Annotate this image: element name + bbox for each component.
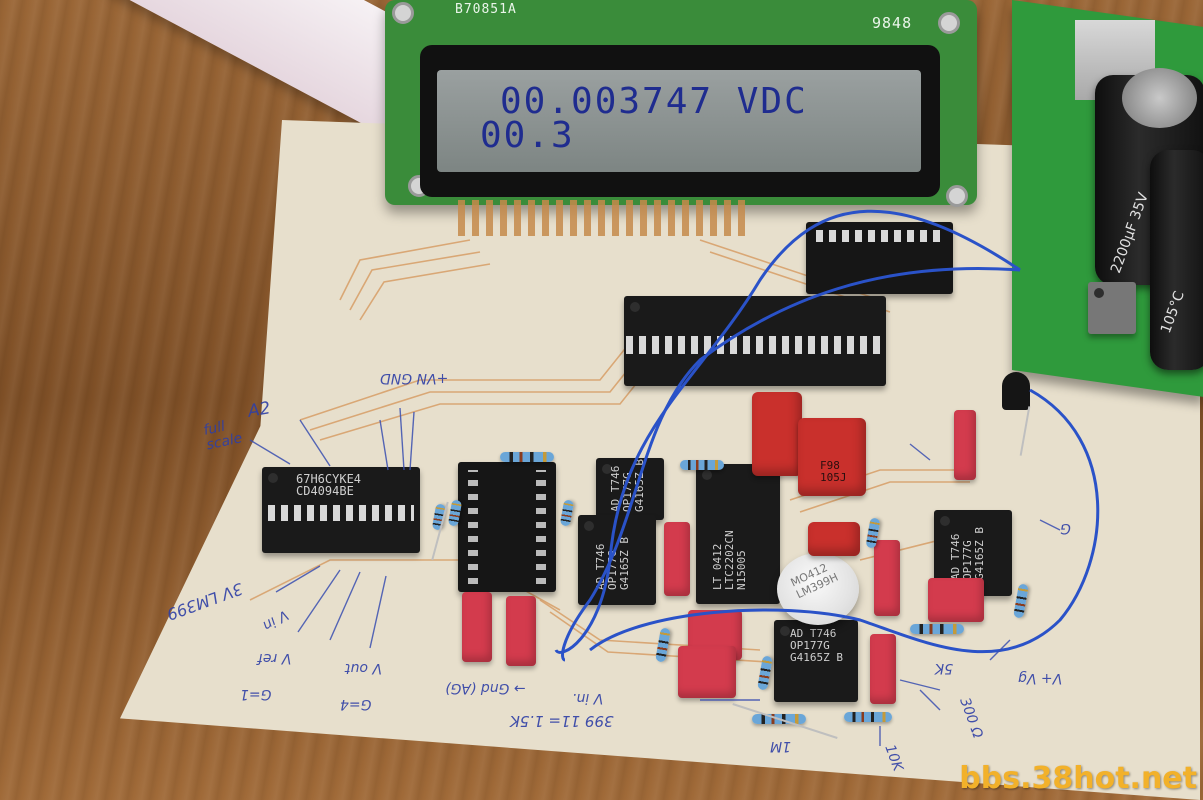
lcd-header-pins [458,200,748,236]
handwritten-note: V+ Vg [1018,670,1063,686]
socket-contacts [468,470,478,584]
film-capacitor [462,592,492,662]
mount-hole [938,12,960,34]
smd-component [1088,282,1136,334]
lcd-pcb-label: 9848 [872,14,913,32]
handwritten-note: 5K [935,660,954,676]
handwritten-note: → Gnd (AG) [445,680,526,696]
op177-marking: AD T746 OP177G G4165Z B [594,537,631,590]
resistor [844,712,892,722]
cd4094-marking: 67H6CYKE4 CD4094BE [296,472,362,498]
mount-hole [392,2,414,24]
ltc2202-marking: LT 0412 LTC2202CN N15005 [711,530,748,590]
handwritten-note: G [1060,520,1071,536]
op177-marking: AD T746 OP177G G4165Z B [609,459,646,512]
lcd-pcb-label: B70851A [455,2,517,17]
ic-pins [626,336,884,354]
film-capacitor [752,392,802,476]
film-capacitor [664,522,690,596]
film-capacitor [928,578,984,622]
resistor [910,624,964,634]
watermark: bbs.38hot.net [959,761,1197,796]
op177-marking: AD T746 OP177G G4165Z B [949,527,986,580]
film-capacitor [870,634,896,704]
handwritten-note: G=4 [340,696,372,712]
resistor [680,460,724,470]
transistor [1002,372,1030,410]
handwritten-note: G=1 [240,686,272,702]
op177-marking: AD T746 OP177G G4165Z B [790,627,843,664]
handwritten-note: V in. [572,690,604,706]
lcd-screen [437,70,921,172]
handwritten-note: V out [345,660,382,676]
handwritten-note: +VN GND [380,370,449,386]
film-capacitor [954,410,976,480]
resistor [500,452,554,462]
socket-contacts [536,470,546,584]
film-capacitor [678,646,736,698]
handwritten-note: 399 11= 1.5K [510,712,614,730]
handwritten-note: 1M [770,738,791,754]
capacitor-top [1122,68,1197,128]
lcd-reading-line-1: 00.003747 VDC [500,81,808,122]
film-capacitor [808,522,860,556]
handwritten-note: A2 [246,398,273,422]
mount-hole [946,185,968,207]
film-capacitor-marking: F98 105J [820,459,847,484]
lcd-reading-line-2: 00.3 [480,115,575,156]
handwritten-note: V ref [258,650,292,666]
socket-contacts [816,230,944,242]
film-capacitor [506,596,536,666]
electrolytic-capacitor [1150,150,1203,370]
film-capacitor [874,540,900,616]
ic-pins [268,505,414,521]
film-capacitor [798,418,866,496]
